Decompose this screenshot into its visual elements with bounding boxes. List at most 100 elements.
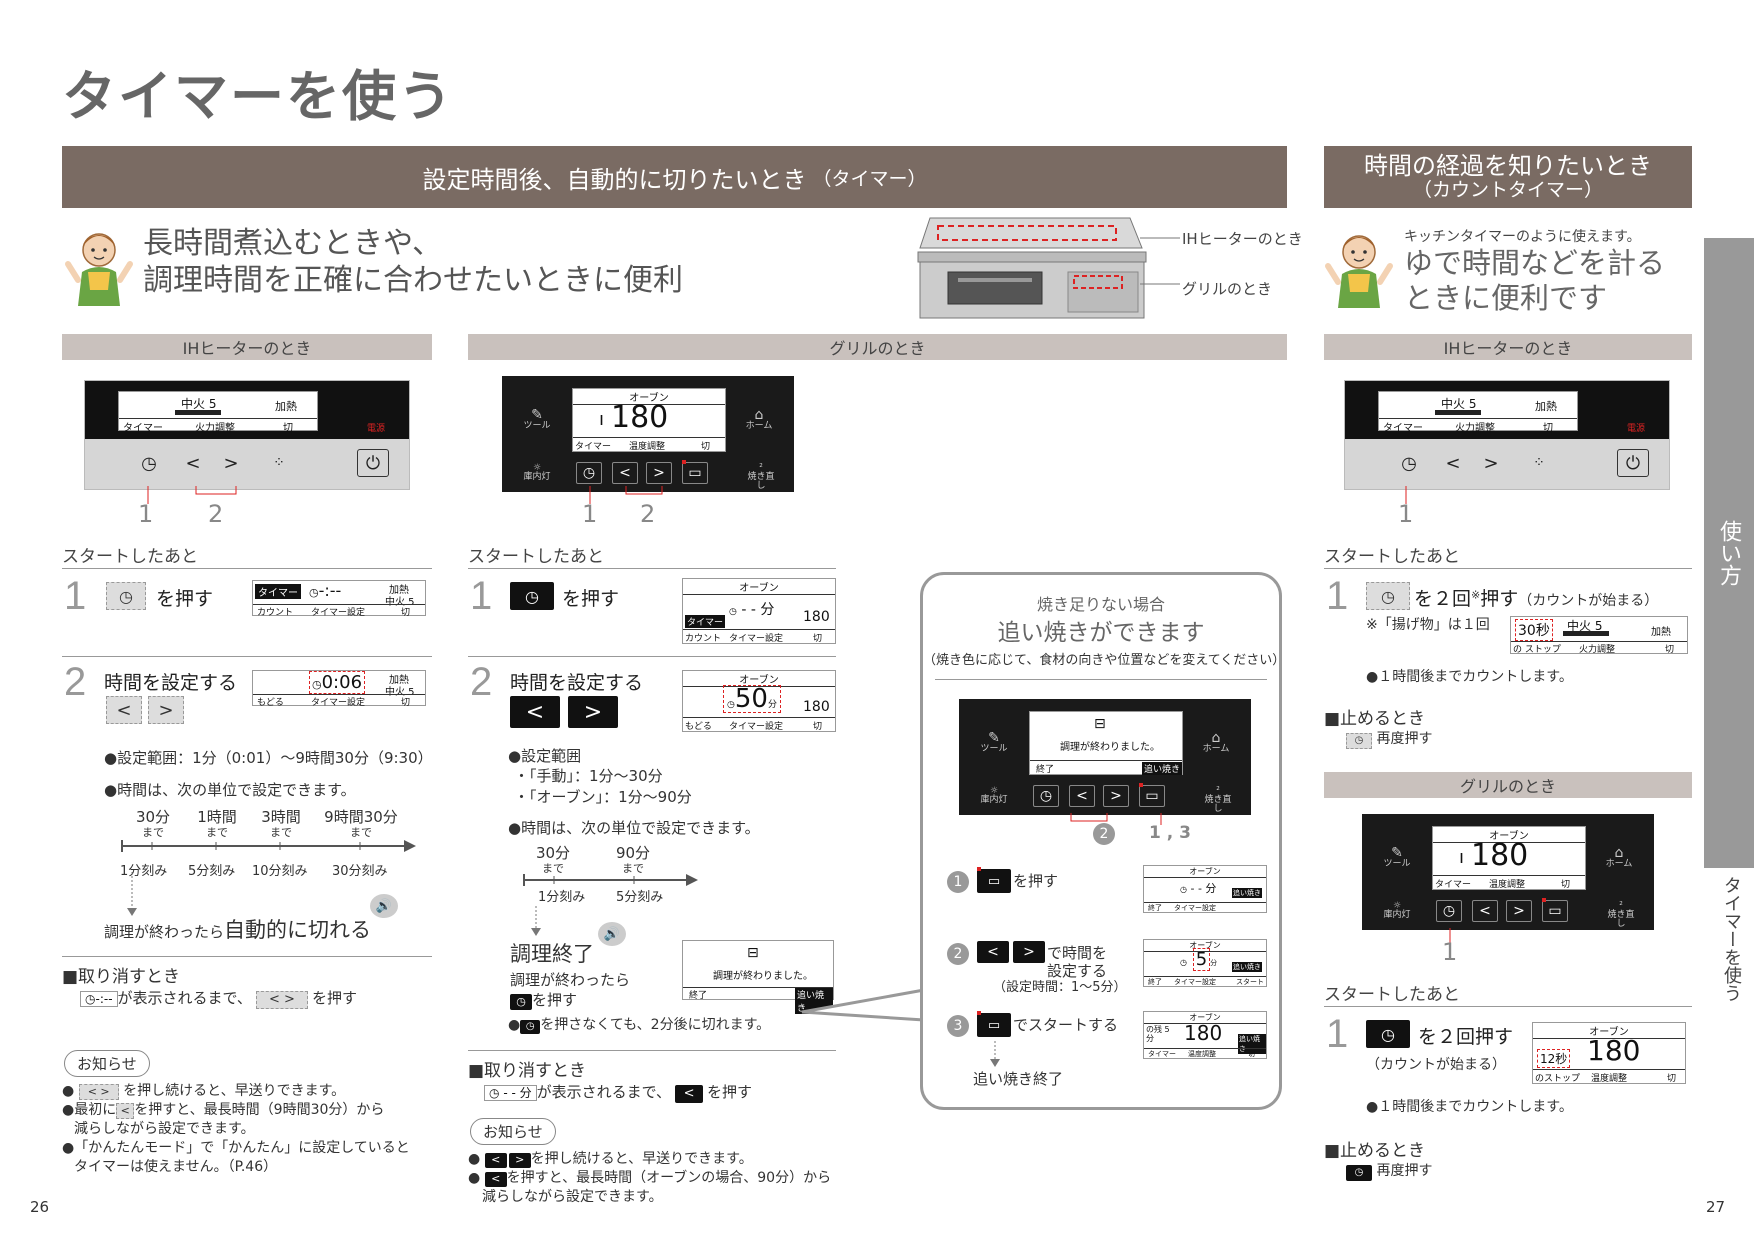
grill-step1-lcd-temp: 180 [803, 609, 830, 625]
right-ih-step-timer-button[interactable]: ◷ [1366, 582, 1410, 610]
oiyaki-s3-button[interactable]: ▭ [977, 1013, 1011, 1037]
right-power-button[interactable]: ⏻ [1617, 449, 1649, 477]
clock-icon[interactable]: ◷ [1346, 732, 1372, 749]
right-grill-right-button[interactable]: > [1506, 900, 1532, 922]
grill-step2-right-button[interactable]: > [568, 696, 618, 728]
side-tab-main[interactable]: 使い方 [1716, 520, 1741, 586]
clock-icon: ◷ [525, 586, 539, 606]
right-ih-mode: 加熱 [1535, 400, 1557, 413]
ih-step1-lcd-tag: タイマー [255, 584, 301, 599]
grill-scale-made-1: まで [622, 862, 644, 875]
home-button[interactable]: ⌂ホーム [1605, 845, 1633, 869]
right-grill-step-timer-button[interactable]: ◷ [1366, 1020, 1410, 1048]
ih-step1-timer-button[interactable]: ◷ [106, 582, 146, 610]
ih-step2-left-button[interactable]: < [106, 696, 142, 724]
speaker-icon-grill: 🔊 [598, 922, 626, 946]
right-grill-tab-timer[interactable]: タイマー [1435, 880, 1472, 890]
right-left-button[interactable]: < [1437, 449, 1469, 477]
timer-button[interactable]: ◷ [133, 449, 165, 477]
tool-button[interactable]: ✎ツール [522, 408, 552, 431]
clock-icon: ◷ [1039, 788, 1053, 804]
grill-dotted-arrow [531, 906, 541, 936]
right-burner-button[interactable]: ⁘ [1523, 449, 1555, 477]
ih-notice-item-3: ●「かんたんモード」で「かんたん」に設定していると [62, 1139, 410, 1156]
grill-tab-off[interactable]: 切 [701, 442, 711, 452]
ih-notice-item-2b: 減らしながら設定できます。 [74, 1120, 255, 1137]
right-ih-tab-power[interactable]: 火力調整 [1455, 423, 1495, 434]
ih-auto-off: 調理が終わったら自動的に切れる [104, 914, 371, 944]
ih-tab-timer[interactable]: タイマー [123, 423, 163, 434]
intro-left-line2: 調理時間を正確に合わせたいときに便利 [143, 262, 683, 298]
intro-left-line1: 長時間煮込むときや、 [143, 226, 443, 261]
clock-icon: ◷ [510, 994, 532, 1011]
tool-button[interactable]: ✎ツール [980, 730, 1008, 754]
right-ih-heat: 中火 5 [1441, 397, 1477, 411]
light-button[interactable]: ☼庫内灯 [980, 786, 1008, 805]
right-ih-step-lcd-heat: 中火 5 [1567, 619, 1603, 633]
oiyaki-lcd1-val: ◷ - - 分 [1180, 882, 1217, 895]
home-button[interactable]: ⌂ホーム [1202, 730, 1230, 754]
right-grill-start-button[interactable]: ▭ [1542, 900, 1568, 922]
intro-right-line2: ときに便利です [1404, 280, 1608, 315]
right-ih-tab-off[interactable]: 切 [1543, 423, 1553, 434]
right-grill-step-lcd-t2: 温度調整 [1591, 1074, 1628, 1084]
ih-tab-power[interactable]: 火力調整 [195, 423, 235, 434]
right-arrow-button[interactable]: > [215, 449, 247, 477]
grill-right-button[interactable]: > [646, 462, 672, 484]
grill-notice-list: ● <>を押し続けると、早送りできます。 ● <を押すと、最長時間（オーブンの場… [468, 1150, 868, 1207]
grill-left-button[interactable]: < [612, 462, 638, 484]
power-button[interactable]: ⏻ [357, 449, 389, 477]
right-grill-left-button[interactable]: < [1472, 900, 1498, 922]
ih-step2-lcd-val: ◷0:06 [309, 671, 366, 694]
timer-banner: 設定時間後、自動的に切りたいとき （タイマー） [62, 146, 1287, 208]
ih-notice-label: お知らせ [64, 1050, 150, 1077]
right-grill-lcd-top: オーブン [1433, 827, 1585, 843]
ih-step2-lcd-t3: 切 [401, 698, 411, 708]
grill-end-note-row: ●◷を押さなくても、2分後に切れます。 [508, 1017, 771, 1034]
right-grill-timer-button[interactable]: ◷ [1436, 900, 1462, 922]
right-grill-tab-temp[interactable]: 温度調整 [1489, 880, 1526, 890]
burner-select-button[interactable]: ⁘ [263, 449, 295, 477]
grill-tab-timer[interactable]: タイマー [575, 442, 612, 452]
oiyaki-s1-button[interactable]: ▭ [977, 869, 1011, 893]
right-ih-step-lcd-t1: の ストップ [1513, 645, 1561, 655]
tool-button[interactable]: ✎ツール [1383, 845, 1411, 869]
ih-cancel-arrows[interactable]: < > [255, 990, 308, 1009]
oiyaki-lcd3: オーブン の残 5分 180 追い焼き タイマー 温度調整 切 [1143, 1011, 1267, 1059]
light-button[interactable]: ☼庫内灯 [1383, 901, 1411, 920]
right-grill-step-lcd-t3: 切 [1667, 1074, 1677, 1084]
oiyaki-start-button[interactable]: ▭ [1139, 785, 1165, 807]
right-grill-tab-off[interactable]: 切 [1561, 880, 1571, 890]
right-timer-button[interactable]: ◷ [1393, 449, 1425, 477]
ih-step2-right-button[interactable]: > [148, 696, 184, 724]
clock-icon[interactable]: ◷ [1346, 1164, 1372, 1181]
oiyaki-s2-left-button[interactable]: < [977, 941, 1009, 963]
grill-step2-left-button[interactable]: < [510, 696, 560, 728]
redo-icon: ² [759, 463, 763, 473]
ih-step2-lcd-heat: 中火 5 [385, 687, 415, 698]
home-button[interactable]: ⌂ホーム [744, 408, 774, 431]
oiyaki-timer-button[interactable]: ◷ [1033, 785, 1059, 807]
oiyaki-right-button[interactable]: > [1103, 785, 1129, 807]
right-grill-step-text: を２回押す [1418, 1026, 1514, 1048]
oiyaki-s1-text: を押す [1013, 872, 1059, 890]
right-right-button[interactable]: > [1475, 449, 1507, 477]
left-arrow-button[interactable]: < [177, 449, 209, 477]
grill-start-button[interactable]: ▭ [682, 462, 708, 484]
ih-tab-off[interactable]: 切 [283, 423, 293, 434]
right-ih-tab-timer[interactable]: タイマー [1383, 423, 1423, 434]
oiyaki-lcd3-left: の残 5分 [1146, 1025, 1170, 1043]
light-button[interactable]: ☼庫内灯 [522, 464, 552, 482]
ih-step2-number: 2 [64, 660, 87, 704]
right-ih-stop-title: ■止めるとき [1324, 709, 1426, 729]
oiyaki-s2-right-button[interactable]: > [1013, 941, 1045, 963]
side-tab[interactable] [1704, 238, 1754, 868]
grill-step1-timer-button[interactable]: ◷ [510, 582, 554, 610]
grill-tab-temp[interactable]: 温度調整 [629, 442, 666, 452]
chevron-left-icon[interactable]: < [675, 1084, 704, 1103]
oiyaki-left-button[interactable]: < [1069, 785, 1095, 807]
grill-timer-button[interactable]: ◷ [576, 462, 602, 484]
